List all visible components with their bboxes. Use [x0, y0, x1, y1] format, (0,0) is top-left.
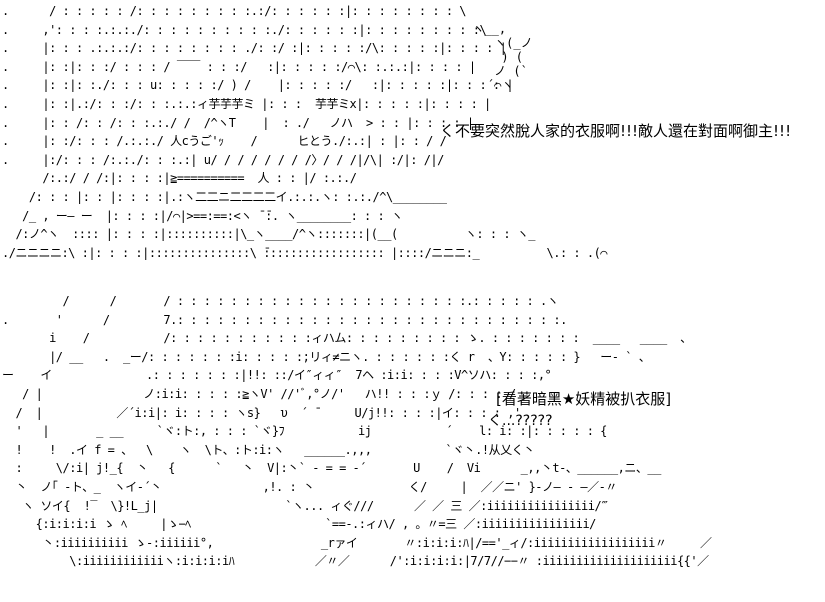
top-speech-caption: く不要突然脫人家的衣服啊!!!敵人還在對面啊御主!!! [440, 122, 792, 140]
bottom-panel: / / / : : : : : : : : : : : : : : : : : … [0, 290, 825, 602]
top-panel: . / : : : : : /: : : : : : : : :.:/: : :… [0, 0, 825, 290]
bottom-speech-caption: く...????? [488, 413, 553, 429]
bottom-narration-caption: [看著暗黑★妖精被扒衣服] [496, 390, 672, 408]
top-ascii-art: . / : : : : : /: : : : : : : : :.:/: : :… [2, 4, 608, 260]
bottom-ascii-art: / / / : : : : : : : : : : : : : : : : : … [2, 294, 712, 569]
sweat-drops-art: ヽ__, ヽ(_ノ ) ( ノ (` ´⌒ヽ [472, 22, 533, 92]
